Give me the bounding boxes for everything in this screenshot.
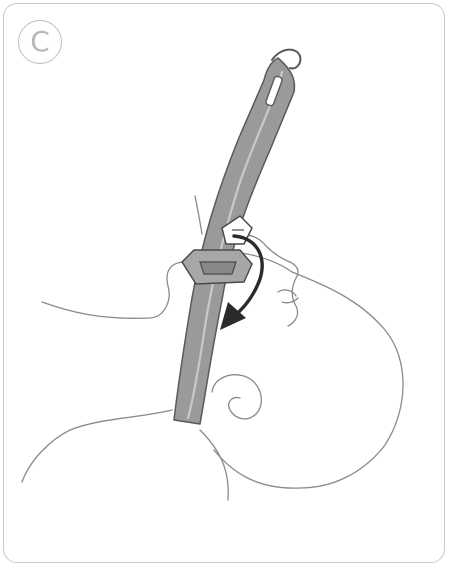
buckle xyxy=(182,250,252,284)
ear xyxy=(212,375,261,419)
hair-stroke xyxy=(195,196,202,234)
neck-line xyxy=(22,410,172,482)
shoulder-line xyxy=(42,262,185,318)
buckle-inner xyxy=(200,262,236,274)
eyelid xyxy=(282,298,298,303)
eye xyxy=(278,290,296,296)
head-outline xyxy=(196,251,403,488)
body-line xyxy=(200,430,228,500)
